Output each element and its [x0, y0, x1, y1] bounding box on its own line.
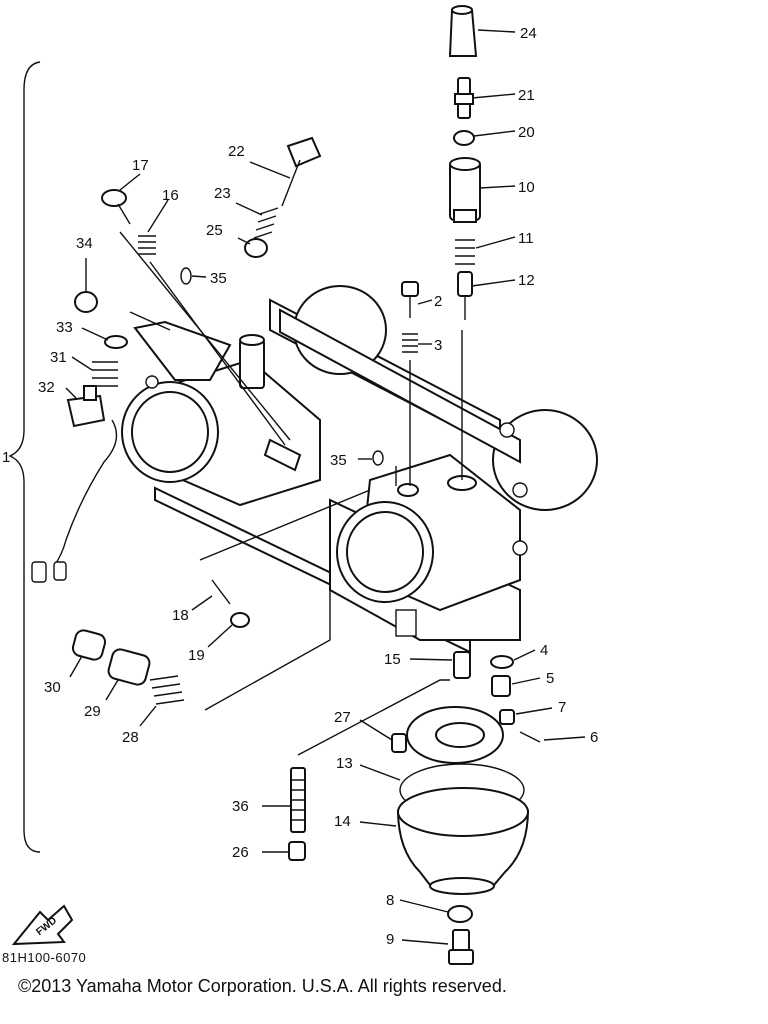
choke-cable — [53, 419, 118, 567]
part-9-drain-plug — [448, 929, 474, 965]
part-35-oring-top — [180, 267, 192, 285]
copyright-notice: ©2013 Yamaha Motor Corporation. U.S.A. A… — [18, 976, 507, 996]
callout-19: 19 — [188, 647, 205, 664]
callout-26: 26 — [232, 844, 249, 861]
part-34-cap — [74, 291, 98, 313]
part-code: 81H100-6070 — [2, 950, 87, 965]
part-5-screw — [491, 675, 511, 697]
callout-21: 21 — [518, 87, 535, 104]
callout-30: 30 — [44, 679, 61, 696]
callout-3: 3 — [434, 337, 442, 354]
part-4-washer — [490, 655, 514, 669]
part-16-spring — [138, 235, 156, 255]
callout-29: 29 — [84, 703, 101, 720]
part-19-clip — [230, 612, 250, 628]
part-25-nut — [244, 238, 268, 258]
part-22-screw — [281, 136, 322, 207]
callout-5: 5 — [546, 670, 554, 687]
part-18-pin — [211, 579, 231, 605]
part-32-fitting — [66, 385, 106, 428]
callout-36: 36 — [232, 798, 249, 815]
callout-33: 33 — [56, 319, 73, 336]
callout-32: 32 — [38, 379, 55, 396]
callout-12: 12 — [518, 272, 535, 289]
part-6-pin — [519, 731, 541, 743]
part-26-nut — [288, 841, 306, 861]
part-24-cap — [448, 5, 478, 57]
callout-28: 28 — [122, 729, 139, 746]
callout-1: 1 — [2, 449, 10, 466]
callout-6: 6 — [590, 729, 598, 746]
part-8-washer — [447, 905, 473, 923]
part-7-fitting — [499, 709, 515, 725]
part-33-washer — [104, 335, 128, 349]
callout-18: 18 — [172, 607, 189, 624]
assembly-guide-lines — [119, 231, 463, 756]
callout-35-right: 35 — [330, 452, 347, 469]
callout-25: 25 — [206, 222, 223, 239]
callout-7: 7 — [558, 699, 566, 716]
part-12-needle — [457, 271, 473, 320]
callout-22: 22 — [228, 143, 245, 160]
callout-17: 17 — [132, 157, 149, 174]
part-2-screw — [401, 281, 419, 318]
float-assembly — [406, 706, 504, 764]
callout-8: 8 — [386, 892, 394, 909]
callout-20: 20 — [518, 124, 535, 141]
callout-16: 16 — [162, 187, 179, 204]
part-3-spring — [402, 333, 418, 353]
callout-14: 14 — [334, 813, 351, 830]
part-10-cylinder — [449, 157, 481, 223]
carburetor-body — [121, 285, 598, 654]
callout-labels: 24 21 20 10 11 12 2 3 22 23 25 35 17 16 … — [2, 25, 598, 948]
part-21-screw — [454, 77, 474, 119]
callout-2: 2 — [434, 293, 442, 310]
part-15-jet — [453, 651, 471, 679]
callout-35-top: 35 — [210, 270, 227, 287]
callout-27: 27 — [334, 709, 351, 726]
part-14-float-bowl — [397, 787, 529, 895]
part-35-oring-right — [372, 450, 384, 466]
callout-13: 13 — [336, 755, 353, 772]
part-23-spring — [253, 207, 279, 239]
part-28-spring — [149, 675, 185, 705]
callout-11: 11 — [518, 230, 534, 247]
part-27-screw — [391, 733, 407, 753]
callout-15: 15 — [384, 651, 401, 668]
part-20-washer — [453, 130, 475, 146]
cable-ends — [31, 561, 67, 583]
part-29-piston — [107, 648, 151, 686]
part-11-spring — [455, 239, 475, 265]
callout-34: 34 — [76, 235, 93, 252]
part-17-screw — [101, 189, 131, 225]
callout-23: 23 — [214, 185, 231, 202]
part-30-cap — [71, 629, 107, 661]
callout-9: 9 — [386, 931, 394, 948]
fwd-arrow-icon: FWD — [11, 904, 74, 946]
callout-24: 24 — [520, 25, 537, 42]
callout-10: 10 — [518, 179, 535, 196]
part-36-stud — [290, 767, 306, 833]
callout-31: 31 — [50, 349, 67, 366]
callout-4: 4 — [540, 642, 548, 659]
part-31-spring — [92, 361, 118, 387]
leader-lines — [65, 29, 586, 945]
